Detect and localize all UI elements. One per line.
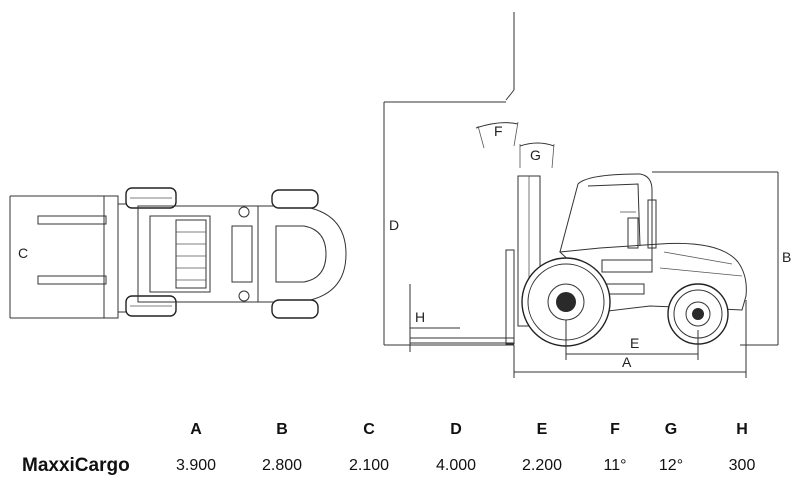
value-b: 2.800 <box>261 457 303 474</box>
dimension-label-f: F <box>494 123 503 139</box>
col-header-f: F <box>610 421 620 438</box>
value-c: 2.100 <box>348 457 390 474</box>
forklift-technical-drawing: C D <box>9 12 791 378</box>
top-view: C <box>9 187 347 319</box>
col-header-b: B <box>276 421 288 438</box>
rear-wheel <box>667 283 729 345</box>
value-d: 4.000 <box>435 457 477 474</box>
col-header-a: A <box>190 421 202 438</box>
model-name: MaxxiCargo <box>22 455 130 476</box>
value-g: 12° <box>658 457 684 474</box>
dimension-label-b: B <box>782 249 791 265</box>
dimension-label-d: D <box>389 217 399 233</box>
value-a: 3.900 <box>175 457 217 474</box>
value-f: 11° <box>603 457 627 474</box>
value-e: 2.200 <box>521 457 563 474</box>
dimension-label-g: G <box>530 147 541 163</box>
dimension-label-c: C <box>18 245 28 261</box>
col-header-d: D <box>450 421 462 438</box>
dimension-label-h: H <box>415 309 425 325</box>
spec-table: A B C D E F G H MaxxiCargo 3.900 2.800 2… <box>0 405 800 495</box>
col-header-h: H <box>736 421 748 438</box>
dimension-label-e: E <box>630 335 639 351</box>
col-header-c: C <box>363 421 375 438</box>
side-view: D H F G <box>383 12 791 378</box>
col-header-e: E <box>536 421 548 438</box>
dimension-label-a: A <box>622 354 632 370</box>
value-h: 300 <box>728 457 756 474</box>
front-wheel <box>521 257 611 347</box>
col-header-g: G <box>664 421 678 438</box>
